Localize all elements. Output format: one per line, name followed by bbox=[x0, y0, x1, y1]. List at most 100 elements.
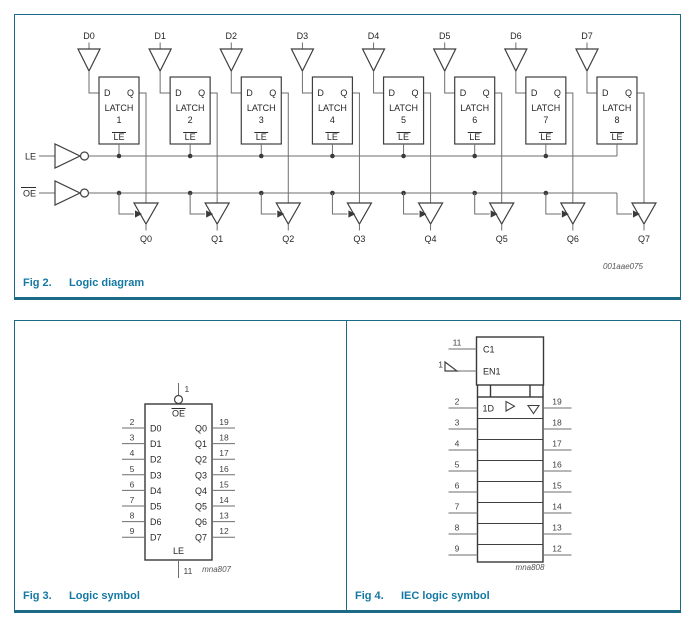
data-input-wire bbox=[88, 71, 99, 94]
fig3-caption-number: Fig 3. bbox=[23, 589, 52, 602]
latch-number: 3 bbox=[259, 115, 264, 125]
data-input-label: D5 bbox=[439, 31, 451, 41]
enable-arrowhead-icon bbox=[561, 210, 569, 218]
right-pin-number: 16 bbox=[552, 459, 562, 469]
array-block bbox=[476, 396, 544, 563]
latch-q-port: Q bbox=[127, 88, 134, 98]
right-pin-number: 19 bbox=[552, 396, 562, 406]
right-pin-number: 15 bbox=[219, 479, 229, 489]
latch-le-port: LE bbox=[113, 132, 124, 142]
enable-arrowhead-icon bbox=[419, 210, 427, 218]
oe-enable-wire bbox=[403, 193, 419, 215]
q-output-wire bbox=[636, 92, 645, 203]
q-output-label: Q3 bbox=[353, 234, 365, 244]
data-input-label: D1 bbox=[154, 31, 166, 41]
latch-le-port: LE bbox=[185, 132, 196, 142]
data-input-wire bbox=[159, 71, 171, 94]
latch-d-port: D bbox=[531, 88, 538, 98]
latch-d-port: D bbox=[389, 88, 396, 98]
left-pin-number: 5 bbox=[130, 464, 135, 474]
latch-q-port: Q bbox=[412, 88, 419, 98]
latch-q-port: Q bbox=[625, 88, 632, 98]
en1-label: EN1 bbox=[483, 366, 501, 376]
le-inverter-icon bbox=[54, 143, 82, 169]
q-port-label: Q5 bbox=[195, 501, 207, 511]
q-port-label: Q6 bbox=[195, 517, 207, 527]
input-buffer-icon bbox=[361, 48, 386, 73]
right-pin-number: 12 bbox=[219, 526, 229, 536]
input-buffer-icon bbox=[290, 48, 315, 73]
fig3-caption-text: Logic symbol bbox=[69, 589, 140, 602]
input-buffer-icon bbox=[575, 48, 599, 73]
q-output-label: Q2 bbox=[282, 234, 294, 244]
buffer-triangle-icon bbox=[505, 400, 516, 412]
le-junction-dot bbox=[330, 153, 335, 159]
oe-label: OE bbox=[172, 408, 185, 418]
oe-enable-wire bbox=[189, 193, 206, 215]
latch-q-port: Q bbox=[198, 88, 205, 98]
left-pin-number: 9 bbox=[455, 543, 460, 553]
input-buffer-icon bbox=[148, 48, 173, 73]
c1-pin-number: 11 bbox=[453, 337, 462, 347]
oe-bubble-icon bbox=[173, 394, 184, 404]
latch-number: 7 bbox=[543, 115, 548, 125]
right-pin-number: 16 bbox=[219, 464, 229, 474]
polarity-triangle-icon bbox=[444, 360, 459, 372]
latch-number: 2 bbox=[188, 115, 193, 125]
enable-arrowhead-icon bbox=[490, 210, 498, 218]
oe-pin-number: 1 bbox=[185, 384, 190, 394]
q-output-label: Q7 bbox=[638, 234, 650, 244]
first-cell-label: 1D bbox=[483, 403, 495, 413]
right-pin-number: 14 bbox=[552, 501, 562, 511]
latch-number: 8 bbox=[614, 115, 619, 125]
fig3-logic-symbol: 1 OE 2D019Q03D118Q14D217Q25D316Q36D415Q4… bbox=[122, 382, 235, 578]
q-output-label: Q6 bbox=[567, 234, 579, 244]
fig2-caption: Fig 2. Logic diagram bbox=[15, 273, 680, 297]
latch-d-port: D bbox=[175, 88, 182, 98]
right-pin-number: 13 bbox=[219, 510, 229, 520]
latch-word: LATCH bbox=[176, 103, 205, 113]
q-output-label: Q0 bbox=[140, 234, 152, 244]
le-pin-number: 11 bbox=[184, 566, 193, 576]
right-pin-number: 18 bbox=[552, 417, 562, 427]
fig4-caption-number: Fig 4. bbox=[355, 589, 384, 602]
q-output-wire bbox=[139, 92, 147, 203]
oe-enable-wire bbox=[260, 193, 277, 215]
data-input-label: D6 bbox=[510, 31, 522, 41]
left-pin-number: 8 bbox=[130, 510, 135, 520]
le-junction-dot bbox=[543, 153, 549, 159]
le-junction-dot bbox=[472, 153, 478, 159]
right-pin-number: 15 bbox=[552, 480, 562, 490]
q-port-label: Q2 bbox=[195, 454, 207, 464]
d-port-label: D3 bbox=[150, 470, 162, 480]
le-label: LE bbox=[173, 546, 184, 556]
oe-enable-wire bbox=[474, 193, 490, 215]
latch-word: LATCH bbox=[318, 103, 347, 113]
latch-word: LATCH bbox=[247, 103, 276, 113]
latch-d-port: D bbox=[460, 88, 467, 98]
q-output-wire bbox=[352, 92, 360, 203]
le-bottom-pin: LE 11 bbox=[173, 546, 193, 578]
data-input-wire bbox=[444, 71, 455, 94]
input-buffer-icon bbox=[77, 48, 101, 73]
pin-rows: 2D019Q03D118Q14D217Q25D316Q36D415Q47D514… bbox=[122, 417, 235, 542]
data-input-label: D4 bbox=[368, 31, 380, 41]
q-output-label: Q5 bbox=[496, 234, 508, 244]
le-junction-dot bbox=[258, 153, 264, 159]
